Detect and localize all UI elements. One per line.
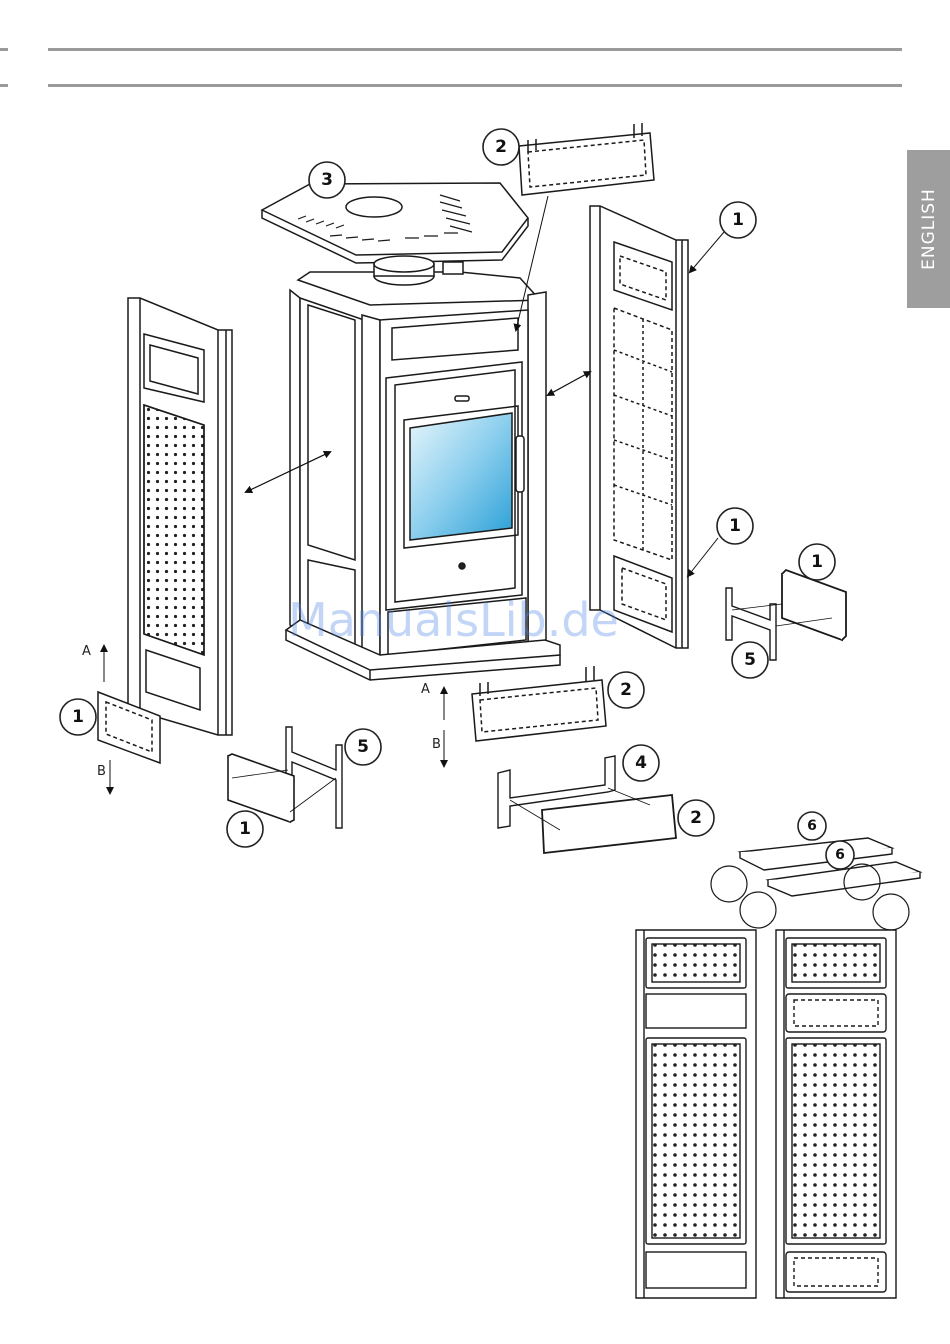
svg-text:2: 2 <box>620 680 632 700</box>
callout-top-front-insert: 2 <box>483 129 519 165</box>
svg-text:1: 1 <box>732 210 744 230</box>
callout-left-bottom-panel: 1 <box>227 811 263 847</box>
svg-text:1: 1 <box>72 707 84 727</box>
svg-text:3: 3 <box>321 170 333 190</box>
callout-right-panel-lower: 1 <box>717 508 753 544</box>
right-side-panel <box>590 206 688 648</box>
arrow-label-left-up: A <box>82 644 91 659</box>
svg-text:1: 1 <box>239 819 251 839</box>
arrow-label-left-down: B <box>97 764 106 779</box>
callout-front-lower-insert: 2 <box>608 672 644 708</box>
variant-panel-right <box>776 930 896 1298</box>
arrow-label-center-up: A <box>421 682 430 697</box>
front-bottom-panel <box>542 795 676 853</box>
svg-text:2: 2 <box>495 137 507 157</box>
callout-right-bracket: 5 <box>732 642 768 678</box>
svg-text:5: 5 <box>357 737 369 757</box>
callout-front-bottom-panel: 2 <box>678 800 714 836</box>
callout-left-bracket: 5 <box>345 729 381 765</box>
svg-text:1: 1 <box>729 516 741 536</box>
svg-text:4: 4 <box>635 753 647 773</box>
callout-shelf-b: 6 <box>826 841 854 869</box>
callout-right-small-panel: 1 <box>799 544 835 580</box>
svg-text:5: 5 <box>744 650 756 670</box>
watermark-text: ManualsLib.de <box>288 593 619 647</box>
callout-front-bracket: 4 <box>623 745 659 781</box>
svg-text:2: 2 <box>690 808 702 828</box>
svg-text:1: 1 <box>811 552 823 572</box>
top-cover-panel <box>262 183 528 263</box>
left-side-panel <box>128 298 232 735</box>
variant-panel-left <box>636 930 756 1298</box>
svg-text:6: 6 <box>807 818 817 834</box>
callout-shelf-a: 6 <box>798 812 826 840</box>
callout-left-small-panel: 1 <box>60 699 96 735</box>
arrow-label-center-down: B <box>432 737 441 752</box>
top-front-insert <box>519 123 654 195</box>
front-lower-insert <box>472 666 606 741</box>
callout-right-panel-upper: 1 <box>720 202 756 238</box>
callout-top-panel: 3 <box>309 162 345 198</box>
svg-text:6: 6 <box>835 847 845 863</box>
